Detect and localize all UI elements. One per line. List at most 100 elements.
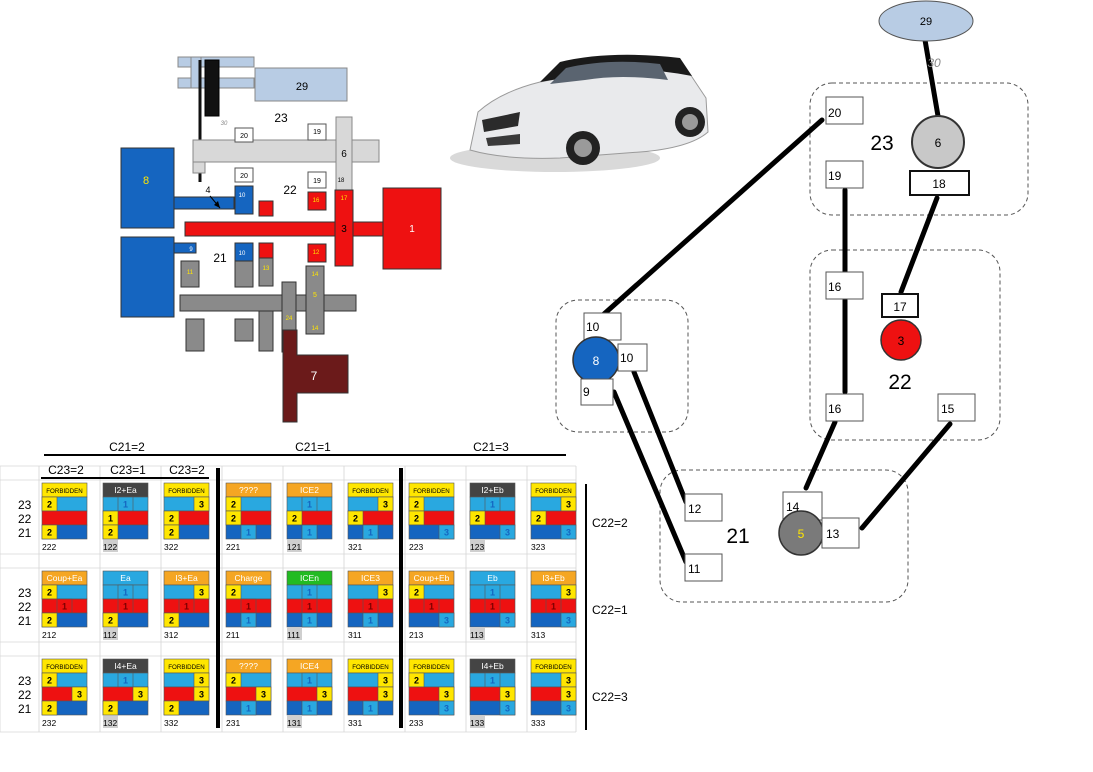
mode-row-21-value: 3 [566,528,571,538]
row-label-23: 23 [18,498,32,512]
label-7: 7 [311,369,318,383]
mode-row-23-value: 1 [307,676,312,686]
label-24: 24 [286,316,293,322]
node-13 [821,517,860,549]
node-19 [825,160,864,189]
mode-row-21-value: 3 [505,528,510,538]
label-10a: 10 [239,193,246,199]
mode-title: Eb [487,573,498,583]
mode-title: FORBIDDEN [46,664,82,671]
node-16a-label: 16 [828,280,842,294]
mode-row-22: 1 [225,598,272,614]
mode-code-bg [409,716,424,728]
mode-row-22-value: 2 [353,514,358,524]
mode-row-22-value: 1 [184,602,189,612]
mode-code: 333 [531,718,545,728]
c23-label-3: C23=2 [169,463,205,477]
mode-row-21-value: 1 [307,616,312,626]
label-8: 8 [143,175,149,187]
mode-row-22: 2 [530,510,577,526]
mode-row-21-value: 3 [444,616,449,626]
mode-code-bg [287,716,302,728]
mode-code: 233 [409,718,423,728]
mode-code-bg [287,628,302,640]
mode-title: FORBIDDEN [168,488,204,495]
node-11-label: 11 [688,562,701,576]
mode-row-21: 2 [163,700,210,716]
mode-code-bg [348,628,363,640]
mode-row-23: 1 [469,672,516,688]
mode-row-21: 1 [225,524,272,540]
label-22: 22 [283,183,297,197]
mode-row-22: 1 [530,598,577,614]
label-30: 30 [221,121,228,127]
node-10a-label: 10 [586,320,600,334]
node-10b [617,343,648,372]
mode-row-23-value: 3 [383,500,388,510]
mode-row-23-value: 1 [307,588,312,598]
mode-row-21: 3 [469,524,516,540]
row-label-23: 23 [18,586,32,600]
row-label-22: 22 [18,512,32,526]
mode-code-bg [103,716,118,728]
mode-row-21: 3 [408,612,455,628]
mode-row-22 [41,510,88,526]
mode-row-21-value: 1 [246,704,251,714]
cluster-23 [809,82,1029,216]
cluster-22 [809,249,1001,441]
mode-row-21-value: 2 [47,616,52,626]
mode-row-23-value: 1 [123,588,128,598]
row-label-23: 23 [18,674,32,688]
mode-row-23-value: 3 [566,500,571,510]
node-20-label: 20 [828,106,842,120]
mode-code-bg [103,628,118,640]
mode-row-23-value: 2 [231,500,236,510]
output-7 [282,329,349,423]
mode-row-21: 2 [163,524,210,540]
mode-row-23-value: 3 [566,588,571,598]
mode-row-21-value: 1 [368,528,373,538]
node-5-label: 5 [798,527,805,541]
mode-row-22: 1 [408,598,455,614]
mode-title: FORBIDDEN [352,664,388,671]
node-29 [878,0,974,42]
mode-row-21: 1 [225,700,272,716]
mode-row-21: 1 [286,700,333,716]
mode-row-21: 1 [286,612,333,628]
mode-row-23: 1 [469,584,516,600]
node-12 [684,493,723,522]
mode-row-21-value: 1 [246,528,251,538]
row-label-22: 22 [18,688,32,702]
mode-code: 321 [348,542,362,552]
mode-row-23: 2 [408,672,455,688]
c21-label-1: C21=2 [109,440,145,454]
mode-row-23-value: 2 [47,588,52,598]
mode-table: C21=2 C21=1 C21=3 C23=2 C23=1 C23=2 C22=… [0,440,628,733]
mode-row-22: 2 [408,510,455,526]
shaft-21 [179,294,357,312]
c22-label-2: C22=1 [592,603,628,617]
label-10b: 10 [239,251,246,257]
node-16b-label: 16 [828,402,842,416]
mode-title: I2+Eb [481,485,504,495]
mode-row-21-value: 2 [169,528,174,538]
mode-row-21-value: 3 [444,704,449,714]
mode-code: 112 [103,630,117,640]
mode-title: ???? [239,661,258,671]
mode-code: 313 [531,630,545,640]
node-18-label: 18 [932,177,946,191]
c21-label-2: C21=1 [295,440,331,454]
label-20a: 20 [240,133,248,140]
mode-row-23-value: 2 [47,500,52,510]
node-3 [880,319,922,361]
mode-code: 332 [164,718,178,728]
